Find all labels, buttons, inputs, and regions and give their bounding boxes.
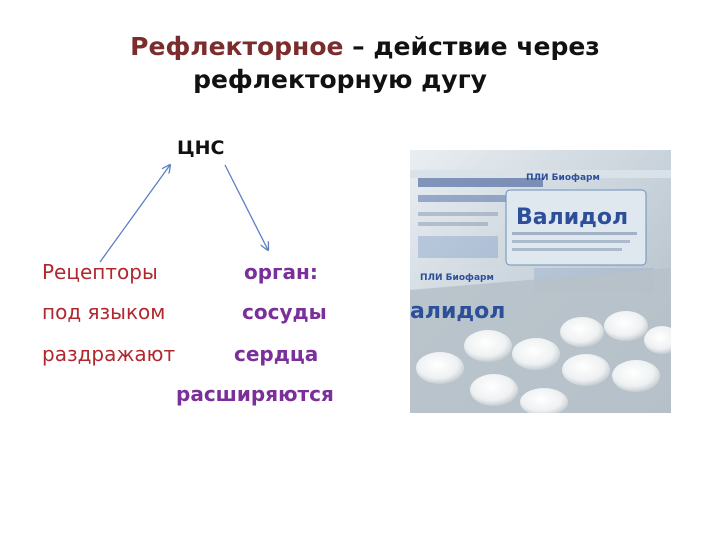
arrow-receptors-to-cns <box>99 165 170 263</box>
brand-text-top: ПЛИ Биофарм <box>526 173 600 183</box>
title-highlight: Рефлекторное <box>130 32 344 61</box>
left-line-2: под языком <box>42 300 166 324</box>
title-rest: – действие через <box>343 32 600 61</box>
title-line-2: рефлекторную дугу <box>193 65 487 95</box>
brand-text-left: ПЛИ Биофарм <box>420 273 494 283</box>
title-line-1: Рефлекторное – действие через <box>0 30 720 63</box>
right-line-2: сосуды <box>242 300 327 324</box>
left-line-3: раздражают <box>42 342 176 366</box>
right-line-1: орган: <box>244 260 318 284</box>
validol-package-photo: Валидол ПЛИ Биофарм ПЛИ Биофарм алидол <box>410 150 671 413</box>
validol-label: Валидол <box>516 205 628 230</box>
cns-label: ЦНС <box>177 137 225 159</box>
right-line-3: сердца <box>234 342 319 366</box>
left-line-1: Рецепторы <box>42 260 158 284</box>
arrow-cns-to-organ <box>224 164 268 250</box>
slide-title: Рефлекторное – действие через рефлекторн… <box>0 30 720 97</box>
validol-label-partial: алидол <box>410 299 505 324</box>
right-line-4: расширяются <box>176 382 334 406</box>
